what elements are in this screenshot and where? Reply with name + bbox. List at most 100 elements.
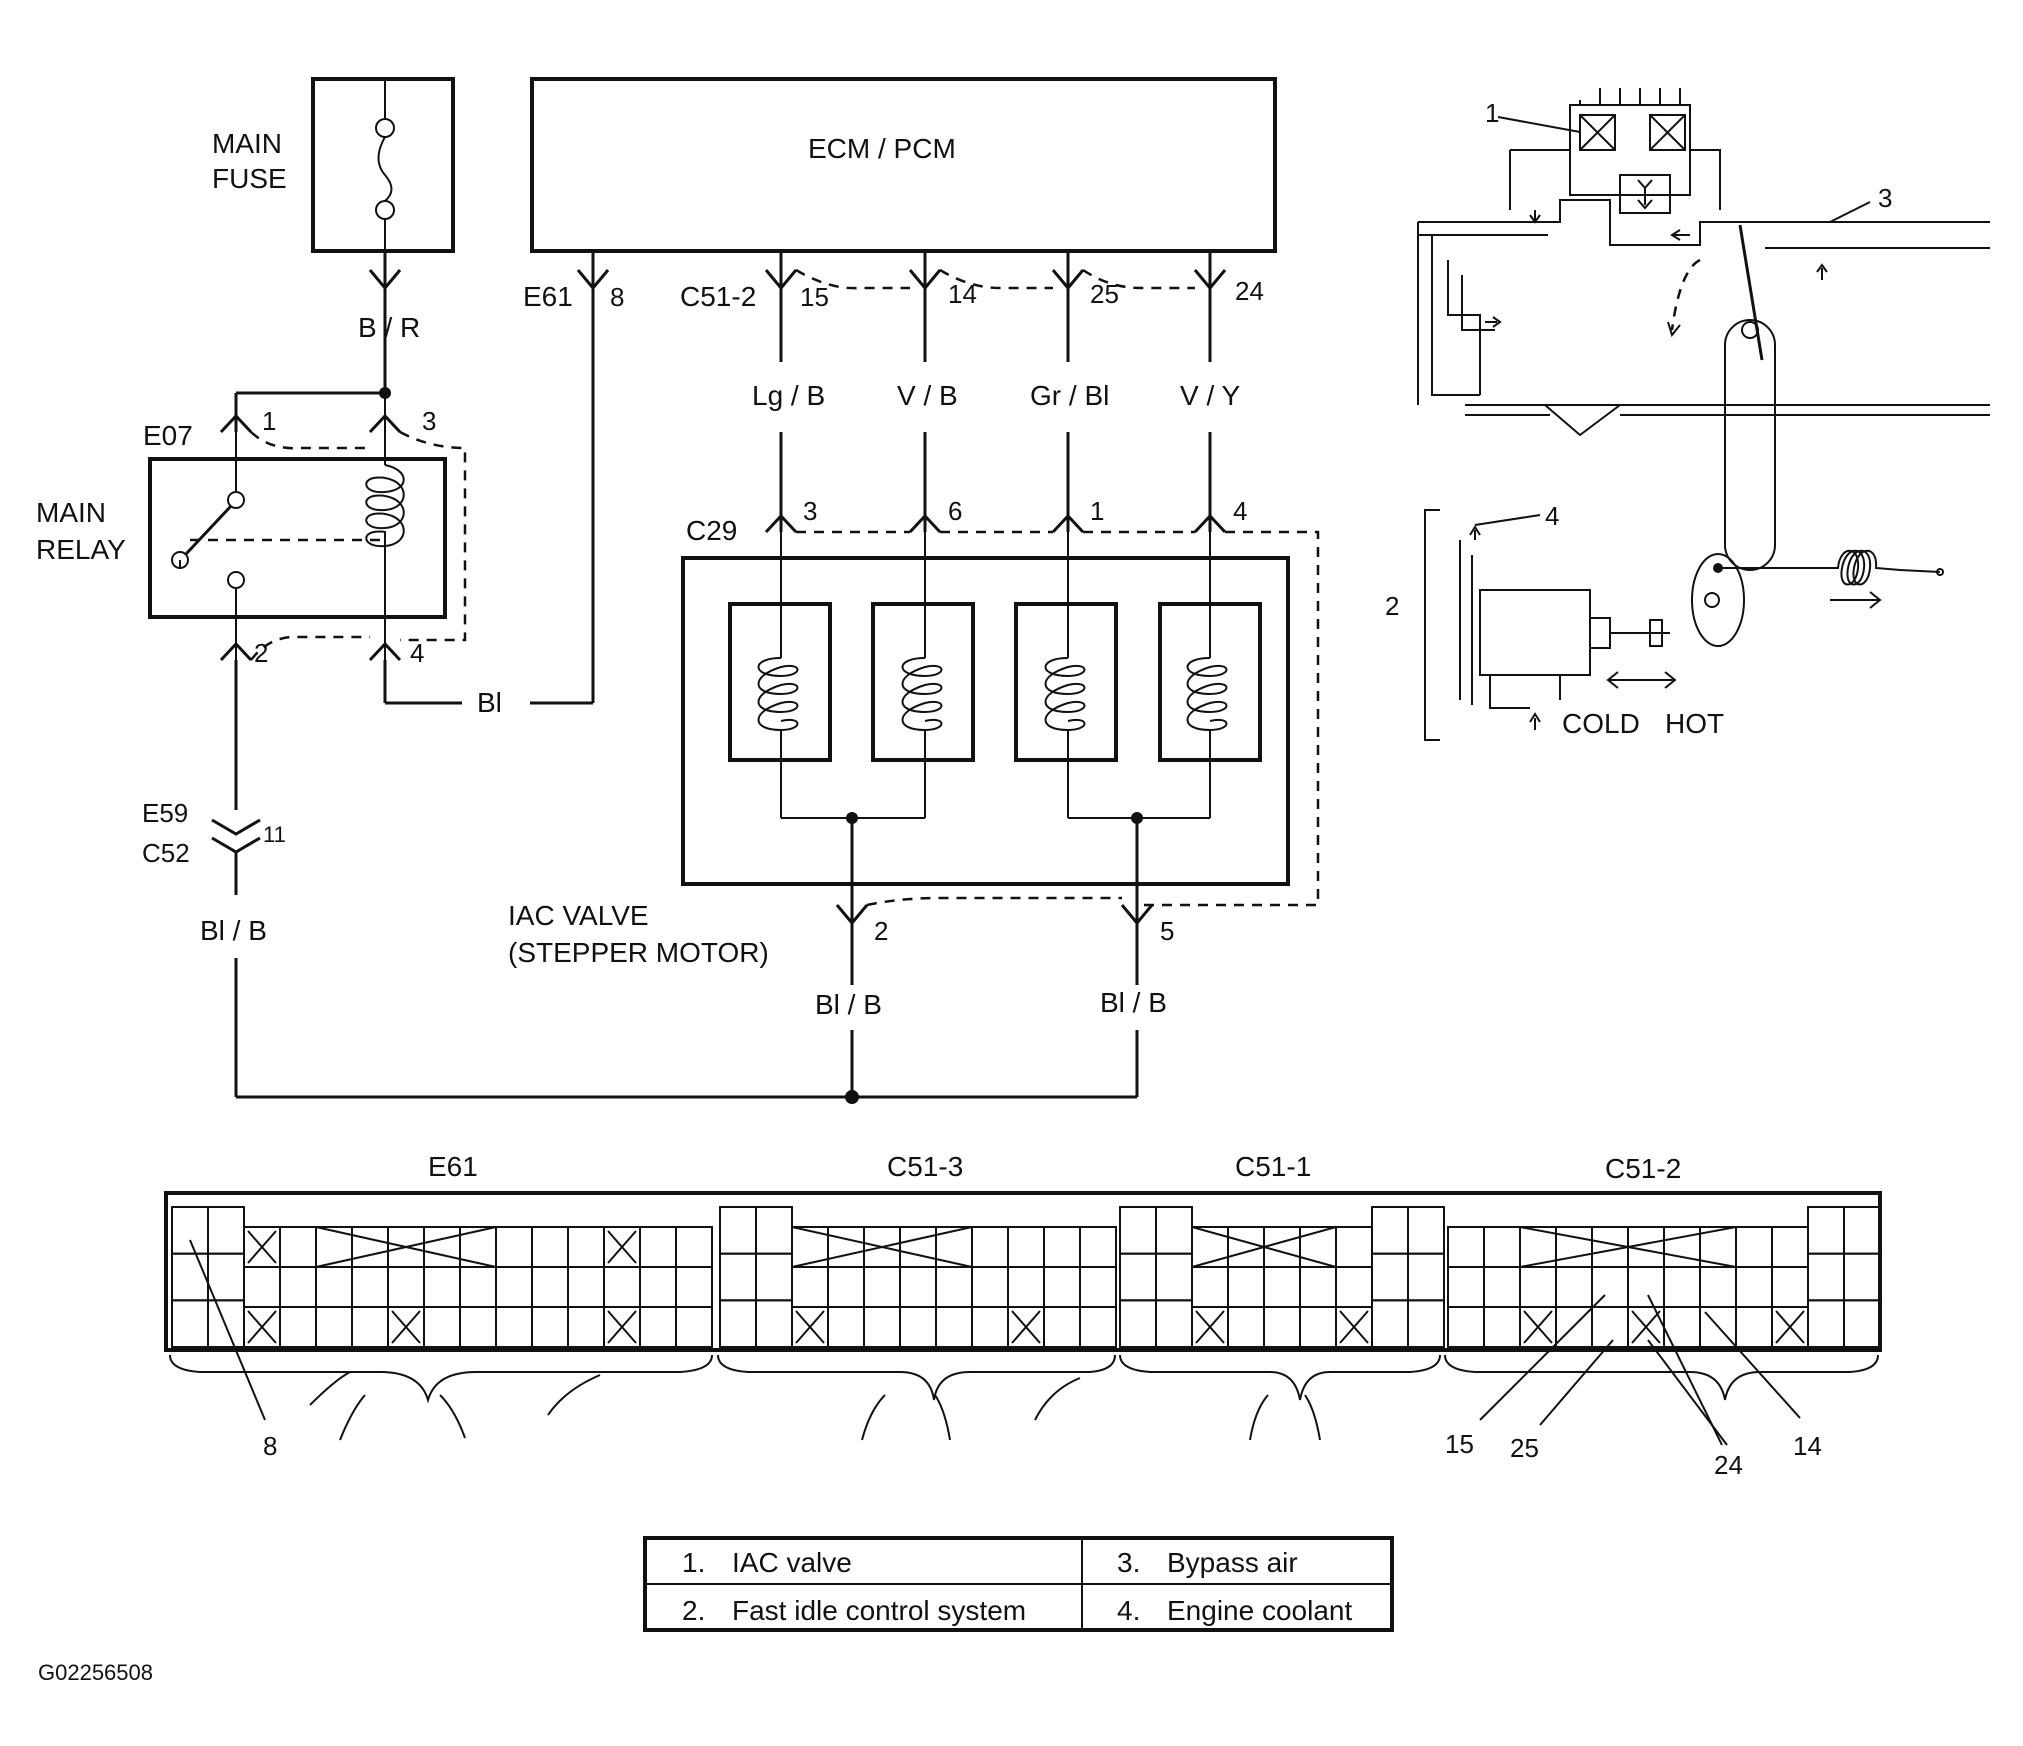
- connector-cavity: [1263, 1306, 1301, 1348]
- connector-cavity: [755, 1252, 793, 1302]
- legend-text-1: IAC valve: [732, 1547, 852, 1578]
- legend-num-2: 2.: [682, 1595, 705, 1626]
- callout-pin-14: 14: [1793, 1431, 1822, 1461]
- ecm-pin-15: 15: [764, 251, 829, 362]
- connector-cavity: [639, 1226, 677, 1268]
- ecm-pin-14: 14: [908, 251, 977, 362]
- connector-cavity: [495, 1226, 533, 1268]
- connector-cavity: [531, 1226, 569, 1268]
- legend-num-3: 3.: [1117, 1547, 1140, 1578]
- connector-cavity: [423, 1306, 461, 1348]
- connector-cavity: [1079, 1266, 1117, 1308]
- connector-cavity-blocked: [1011, 1310, 1041, 1344]
- connector-cavity: [243, 1266, 281, 1308]
- connector-cavity: [827, 1266, 865, 1308]
- connector-cavity: [935, 1266, 973, 1308]
- connector-cavity: [1263, 1226, 1301, 1268]
- connector-cavity: [1263, 1266, 1301, 1308]
- connector-cavity: [459, 1266, 497, 1308]
- connector-cavity: [207, 1252, 245, 1302]
- connector-cavity: [1155, 1299, 1193, 1349]
- connector-cavity: [567, 1306, 605, 1348]
- connector-cavity: [531, 1266, 569, 1308]
- connector-cavity: [899, 1266, 937, 1308]
- connector-cavity: [1483, 1266, 1521, 1308]
- connector-cavity: [207, 1206, 245, 1255]
- connector-cavity: [1447, 1266, 1485, 1308]
- connector-unused-zone: [1191, 1226, 1337, 1268]
- svg-text:24: 24: [1235, 276, 1264, 306]
- iac-valve: C29 3 6 1 4: [508, 496, 1320, 1097]
- relay-pin-1: 1: [262, 406, 276, 436]
- connector-cavity: [1227, 1266, 1265, 1308]
- connector-cavity: [675, 1266, 713, 1308]
- connector-cavity: [459, 1306, 497, 1348]
- conn-label-c51-3: C51-3: [887, 1151, 963, 1182]
- connector-cavity: [351, 1306, 389, 1348]
- connector-cavity: [1807, 1299, 1845, 1349]
- callout-2: 2: [1385, 591, 1399, 621]
- connector-cavity: [207, 1299, 245, 1349]
- connector-cavity: [1843, 1299, 1881, 1349]
- connector-cavity: [1371, 1252, 1409, 1302]
- connector-cavity: [863, 1306, 901, 1348]
- relay-pin-3: 3: [422, 406, 436, 436]
- coil-winding: [1044, 657, 1086, 732]
- connector-cavity: [971, 1306, 1009, 1348]
- connector-cavity-blocked: [1339, 1310, 1369, 1344]
- connector-cavity: [1227, 1226, 1265, 1268]
- connector-cavity: [351, 1226, 389, 1268]
- callout-pin-8: 8: [263, 1431, 277, 1461]
- connector-cavity: [1843, 1252, 1881, 1302]
- connector-cavity: [495, 1266, 533, 1308]
- iac-pin-5: 5: [1160, 916, 1174, 946]
- callout-pin-25: 25: [1510, 1433, 1539, 1463]
- joint-connector: E59 C52 11 Bl / B: [142, 798, 1137, 1104]
- connector-cavity: [1119, 1299, 1157, 1349]
- connector-cavity: [1371, 1206, 1409, 1255]
- connector-cavity: [863, 1266, 901, 1308]
- connector-cavity: [719, 1252, 757, 1302]
- callout-4: 4: [1545, 501, 1559, 531]
- connector-cavity: [1843, 1206, 1881, 1255]
- joint-pin: 11: [263, 822, 286, 847]
- connector-cavity: [639, 1266, 677, 1308]
- ecm-block: ECM / PCM E61 8 C51-2 15 14 25 24 Lg /: [523, 77, 1277, 703]
- connector-cavity: [1663, 1266, 1701, 1308]
- connector-cavity: [387, 1266, 425, 1308]
- connector-cavity-blocked: [1523, 1310, 1553, 1344]
- ecm-c51-2: C51-2: [680, 281, 756, 312]
- connector-cavity: [567, 1226, 605, 1268]
- connector-cavity-blocked: [795, 1310, 825, 1344]
- connector-cavity: [1335, 1266, 1373, 1308]
- connector-cavity: [279, 1226, 317, 1268]
- conn-label-c51-1: C51-1: [1235, 1151, 1311, 1182]
- connector-cavity: [1519, 1266, 1557, 1308]
- joint-bottom: C52: [142, 838, 190, 868]
- connector-cavity: [1591, 1306, 1629, 1348]
- connector-cavity: [315, 1306, 353, 1348]
- callout-3: 3: [1878, 183, 1892, 213]
- relay-pin-2: 2: [254, 638, 268, 668]
- main-fuse: MAIN FUSE B / R: [212, 77, 455, 393]
- connector-cavity: [1155, 1206, 1193, 1255]
- connector-cavity: [1663, 1306, 1701, 1348]
- throttle-body-illustration: 1 3 4 2 COLD HOT: [1385, 88, 1990, 741]
- legend-num-4: 4.: [1117, 1595, 1140, 1626]
- connector-cavity: [1699, 1266, 1737, 1308]
- legend-text-2: Fast idle control system: [732, 1595, 1026, 1626]
- connector-cavity: [827, 1226, 865, 1268]
- svg-text:14: 14: [948, 279, 977, 309]
- connector-cavity-blocked: [607, 1230, 637, 1264]
- conn-label-e61: E61: [428, 1151, 478, 1182]
- connector-cavity: [1555, 1226, 1593, 1268]
- iac-pin-3: 3: [803, 496, 817, 526]
- connector-cavity: [1043, 1306, 1081, 1348]
- ecm-pin-24: 24: [1193, 251, 1264, 362]
- iac-coils: [728, 602, 1262, 762]
- connector-cavity: [1591, 1266, 1629, 1308]
- wire-vb: V / B: [897, 380, 958, 411]
- iac-label-1: IAC VALVE: [508, 900, 649, 931]
- connector-cavity: [827, 1306, 865, 1348]
